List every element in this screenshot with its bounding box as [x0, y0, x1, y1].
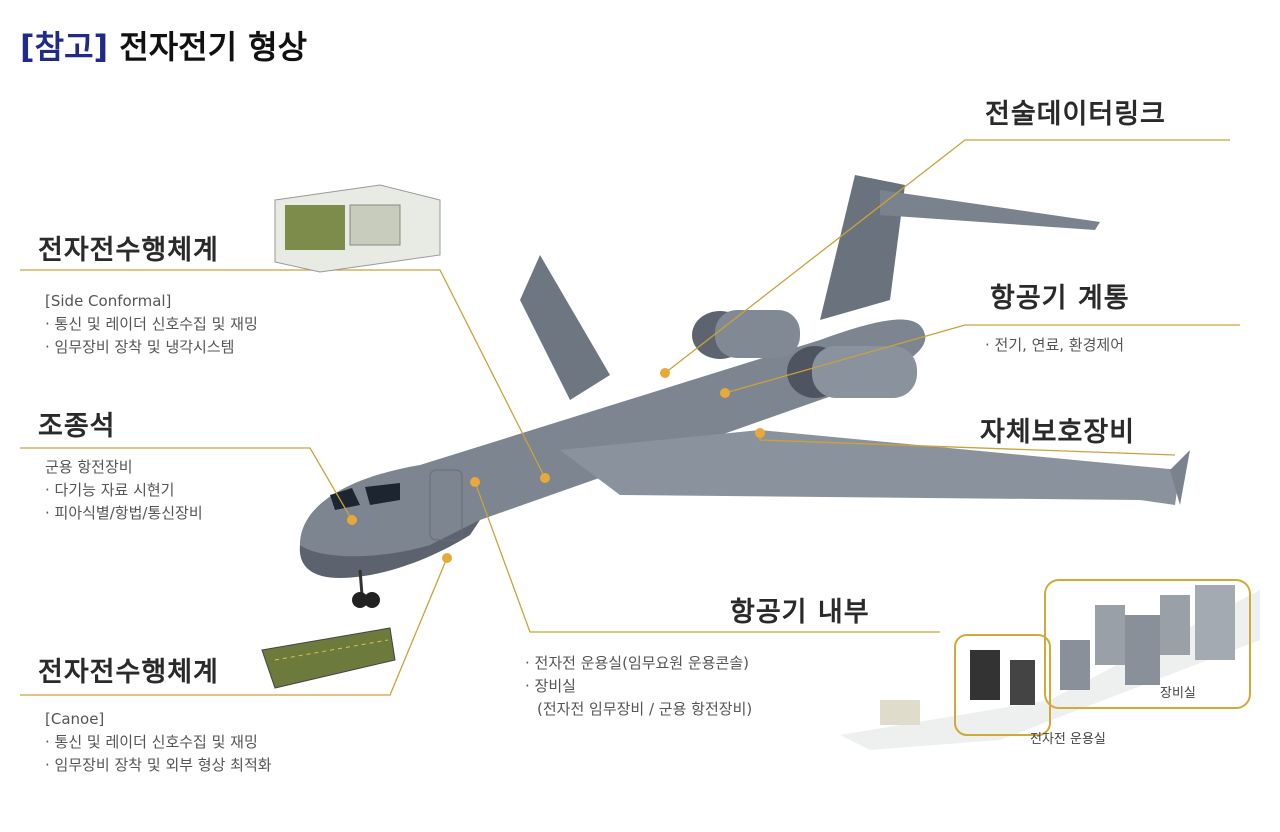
cockpit-heading: 조종석: [38, 411, 116, 442]
ew-side-subtitle: [Side Conformal]: [45, 292, 172, 310]
interior-details: · 전자전 운용실(임무요원 운용콘솔) · 장비실 (전자전 임무장비 / 군…: [525, 652, 752, 721]
equipment-room-label: 장비실: [1160, 686, 1196, 701]
canoe-image: [261, 627, 396, 689]
leader-lines: [20, 139, 1240, 696]
interior-item: · 장비실: [525, 677, 576, 695]
interior-item: (전자전 임무장비 / 군용 항전장비): [537, 700, 753, 718]
ew-side-item: · 통신 및 레이더 신호수집 및 재밍: [45, 315, 258, 333]
title-prefix: [참고]: [20, 28, 109, 66]
aircraft-systems-heading: 항공기 계통: [990, 283, 1130, 314]
cockpit-subtitle: 군용 항전장비: [45, 458, 133, 476]
ew-side-details: [Side Conformal] · 통신 및 레이더 신호수집 및 재밍 · …: [45, 290, 258, 359]
callout-dots: [347, 368, 765, 563]
ew-canoe-details: [Canoe] · 통신 및 레이더 신호수집 및 재밍 · 임무장비 장착 및…: [45, 708, 272, 777]
interior-item: · 전자전 운용실(임무요원 운용콘솔): [525, 654, 749, 672]
ew-canoe-heading: 전자전수행체계: [38, 657, 219, 688]
cockpit-details: 군용 항전장비 · 다기능 자료 시현기 · 피아식별/항법/통신장비: [45, 456, 203, 525]
aircraft-illustration: [299, 175, 1190, 608]
tactical-datalink-heading: 전술데이터링크: [985, 99, 1166, 130]
ew-canoe-item: · 임무장비 장착 및 외부 형상 최적화: [45, 756, 272, 774]
ew-side-item: · 임무장비 장착 및 냉각시스템: [45, 338, 235, 356]
ew-canoe-subtitle: [Canoe]: [45, 710, 105, 728]
title-text: 전자전기 형상: [119, 28, 308, 66]
cockpit-item: · 피아식별/항법/통신장비: [45, 504, 203, 522]
interior-heading: 항공기 내부: [730, 597, 870, 628]
ew-canoe-item: · 통신 및 레이더 신호수집 및 재밍: [45, 733, 258, 751]
page-title: [참고] 전자전기 형상: [20, 22, 307, 68]
aircraft-systems-item: · 전기, 연료, 환경제어: [985, 336, 1125, 354]
side-conformal-image: [274, 184, 441, 273]
ew-side-heading: 전자전수행체계: [38, 235, 219, 266]
self-protection-heading: 자체보호장비: [980, 417, 1136, 448]
interior-image: [840, 579, 1260, 750]
ew-room-label: 전자전 운용실: [1030, 732, 1106, 747]
cockpit-item: · 다기능 자료 시현기: [45, 481, 175, 499]
